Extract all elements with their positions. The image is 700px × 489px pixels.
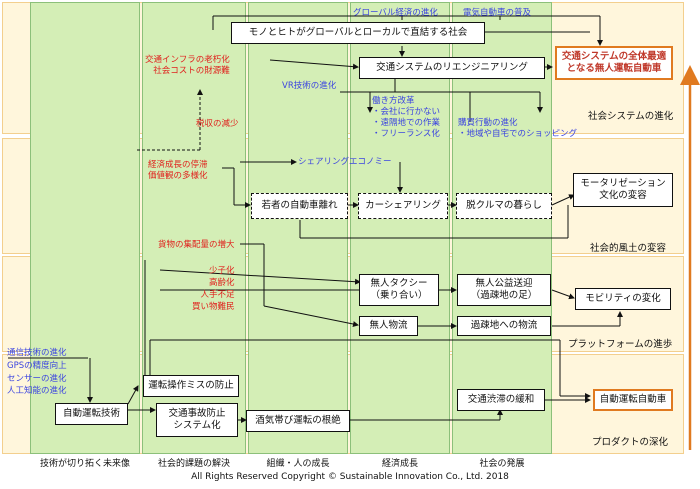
box-transit: 無人公益送迎 （過疎地の足） bbox=[457, 274, 551, 306]
text-ai: 人工知能の進化 bbox=[7, 386, 67, 396]
box-congestion: 交通渋滞の緩和 bbox=[457, 389, 545, 411]
column-label-tech: 技術が切り拓く未来像 bbox=[39, 459, 130, 469]
column-label-org-people: 組織・人の成長 bbox=[266, 459, 330, 469]
column-label-economy: 経済成長 bbox=[381, 459, 418, 469]
box-carshare: カーシェアリング bbox=[358, 193, 448, 219]
column-label-social-issues: 社会的課題の解決 bbox=[157, 459, 230, 469]
box-autocar: 自動運転自動車 bbox=[593, 389, 673, 411]
column-tech bbox=[30, 2, 140, 454]
box-taxi: 無人タクシー （乗り合い） bbox=[359, 274, 439, 306]
box-reengineering: 交通システムのリエンジニアリング bbox=[359, 57, 545, 79]
band-label-social-system: 社会システムの進化 bbox=[588, 111, 674, 122]
box-error: 運転操作ミスの防止 bbox=[143, 375, 239, 397]
box-safety: 交通事故防止 システム化 bbox=[156, 403, 238, 437]
box-unmanned: 無人物流 bbox=[359, 316, 418, 336]
text-demog: 少子化 高齢化 人手不足 買い物難民 bbox=[192, 266, 235, 312]
box-autotech: 自動運転技術 bbox=[55, 403, 128, 425]
text-global-econ: グローバル経済の進化 bbox=[353, 8, 438, 18]
text-sharing: シェアリングエコノミー bbox=[298, 157, 392, 167]
text-tax: 税収の減少 bbox=[196, 119, 239, 129]
box-mobility: モビリティの変化 bbox=[575, 288, 671, 310]
band-label-social-climate: 社会的風土の変容 bbox=[590, 243, 667, 254]
text-infra: 交通インフラの老朽化 社会コストの財源難 bbox=[145, 55, 230, 76]
text-workstyle: 働き方改革 ・会社に行かない ・遠隔地での作業 ・フリーランス化 bbox=[372, 96, 441, 139]
box-goal: 交通システムの全体最適 となる無人運転自動車 bbox=[555, 46, 673, 80]
box-mono-hito: モノとヒトがグローバルとローカルで直結する社会 bbox=[231, 22, 485, 44]
text-vr: VR技術の進化 bbox=[282, 81, 337, 91]
column-org-people bbox=[248, 2, 348, 454]
text-cargo: 貨物の集配量の増大 bbox=[158, 240, 235, 250]
text-sensor: センサーの進化 bbox=[7, 374, 67, 384]
band-label-platform: プラットフォームの進歩 bbox=[568, 339, 673, 350]
text-shopping: 購買行動の進化 ・地域や自宅でのショッピング bbox=[458, 118, 578, 139]
text-growth: 経済成長の停滞 価値観の多様化 bbox=[148, 160, 208, 181]
box-motor: モータリゼーション 文化の変容 bbox=[573, 173, 673, 207]
column-label-society: 社会の発展 bbox=[479, 459, 525, 469]
box-young: 若者の自動車離れ bbox=[251, 193, 348, 219]
text-ev: 電気自動車の普及 bbox=[463, 8, 532, 18]
box-depop: 過疎地への物流 bbox=[457, 316, 551, 336]
text-gps: GPSの精度向上 bbox=[7, 361, 67, 371]
box-decar: 脱クルマの暮らし bbox=[456, 193, 552, 219]
box-drunk: 酒気帯び運転の根絶 bbox=[246, 410, 350, 432]
band-label-product: プロダクトの深化 bbox=[592, 437, 669, 448]
copyright: All Rights Reserved Copyright © Sustaina… bbox=[191, 472, 509, 482]
text-comm: 通信技術の進化 bbox=[7, 348, 67, 358]
